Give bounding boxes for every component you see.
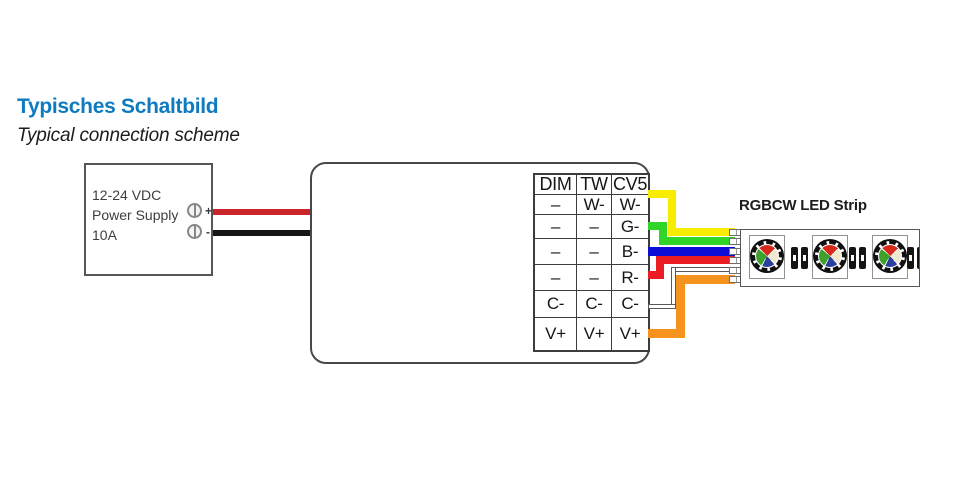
wire-g-minus bbox=[659, 237, 735, 245]
table-cell: W- bbox=[611, 194, 648, 214]
table-cell: – bbox=[535, 238, 576, 264]
wire-w-minus bbox=[668, 228, 735, 236]
led-strip bbox=[740, 229, 920, 287]
wire-g-minus bbox=[659, 222, 667, 245]
wire-b-minus bbox=[648, 247, 735, 256]
table-cell: G- bbox=[611, 214, 648, 238]
table-cell: C- bbox=[576, 290, 611, 317]
table-cell: – bbox=[535, 214, 576, 238]
led-color-pie-icon bbox=[879, 245, 901, 267]
wire-c-minus bbox=[671, 267, 735, 272]
resistor-mark-icon bbox=[793, 255, 796, 261]
power-supply-label: 12-24 VDC Power Supply 10A bbox=[92, 187, 179, 243]
page-title-german: Typisches Schaltbild bbox=[17, 95, 219, 118]
terminal-screw-icon bbox=[187, 203, 202, 218]
resistor-mark-icon bbox=[909, 255, 912, 261]
table-row-v: V+ V+ V+ bbox=[535, 317, 648, 350]
wire-v-plus bbox=[676, 275, 685, 338]
led-ring-icon bbox=[815, 241, 845, 271]
led-ring-icon bbox=[875, 241, 905, 271]
resistor-icon bbox=[859, 247, 866, 269]
table-cell: V+ bbox=[535, 317, 576, 350]
terminal-screw-icon bbox=[187, 224, 202, 239]
table-row-c: C- C- C- bbox=[535, 290, 648, 317]
wire-v-plus bbox=[676, 275, 735, 284]
table-cell: – bbox=[576, 238, 611, 264]
table-cell: R- bbox=[611, 264, 648, 290]
resistor-icon bbox=[917, 247, 920, 269]
resistor-icon bbox=[801, 247, 808, 269]
table-cell: C- bbox=[535, 290, 576, 317]
table-cell: C- bbox=[611, 290, 648, 317]
pad-slot-icon bbox=[735, 258, 737, 263]
resistor-mark-icon bbox=[851, 255, 854, 261]
rgbcw-led-package-icon bbox=[749, 235, 785, 279]
screw-slot-icon bbox=[193, 205, 196, 216]
wire-w-minus bbox=[668, 190, 676, 236]
wire-positive bbox=[213, 209, 312, 215]
table-row-g: – – G- bbox=[535, 214, 648, 238]
wire-v-plus bbox=[648, 329, 685, 338]
page-title-english: Typical connection scheme bbox=[17, 125, 240, 146]
resistor-icon bbox=[791, 247, 798, 269]
pad-slot-icon bbox=[735, 249, 737, 254]
resistor-mark-icon bbox=[919, 255, 920, 261]
screw-slot-icon bbox=[193, 226, 196, 237]
table-row-w: – W- W- bbox=[535, 194, 648, 214]
table-cell: W- bbox=[576, 194, 611, 214]
column-header-cv5: CV5 bbox=[611, 174, 648, 194]
wire-c-minus bbox=[648, 304, 676, 309]
table-cell: V+ bbox=[611, 317, 648, 350]
led-color-pie-icon bbox=[819, 245, 841, 267]
rgbcw-led-package-icon bbox=[872, 235, 908, 279]
wire-negative bbox=[213, 230, 312, 236]
pad-slot-icon bbox=[735, 230, 737, 235]
pad-slot-icon bbox=[735, 277, 737, 282]
column-header-dim: DIM bbox=[539, 174, 572, 194]
table-header-row: DIM TW CV5 bbox=[535, 174, 648, 194]
resistor-icon bbox=[907, 247, 914, 269]
table-cell: B- bbox=[611, 238, 648, 264]
pad-slot-icon bbox=[735, 268, 737, 273]
minus-terminal-label: - bbox=[206, 225, 210, 239]
plus-terminal-label: + bbox=[205, 204, 213, 218]
wire-g-minus bbox=[648, 222, 667, 230]
table-cell: – bbox=[535, 264, 576, 290]
table-cell: – bbox=[535, 194, 576, 214]
led-strip-label: RGBCW LED Strip bbox=[739, 197, 867, 214]
column-header-tw: TW bbox=[576, 174, 611, 194]
table-row-r: – – R- bbox=[535, 264, 648, 290]
pad-slot-icon bbox=[735, 239, 737, 244]
table-row-b: – – B- bbox=[535, 238, 648, 264]
resistor-mark-icon bbox=[861, 255, 864, 261]
wire-r-minus bbox=[656, 256, 664, 279]
led-ring-icon bbox=[752, 241, 782, 271]
power-supply-box bbox=[84, 163, 213, 276]
table-cell: – bbox=[576, 214, 611, 238]
wire-r-minus bbox=[656, 256, 735, 264]
terminal-table: DIM TW CV5 – W- W- – – G- – – B- – – R- … bbox=[533, 173, 650, 352]
table-cell: – bbox=[576, 264, 611, 290]
resistor-mark-icon bbox=[803, 255, 806, 261]
wire-w-minus bbox=[648, 190, 676, 198]
table-cell: V+ bbox=[576, 317, 611, 350]
rgbcw-led-package-icon bbox=[812, 235, 848, 279]
led-color-pie-icon bbox=[756, 245, 778, 267]
resistor-icon bbox=[849, 247, 856, 269]
